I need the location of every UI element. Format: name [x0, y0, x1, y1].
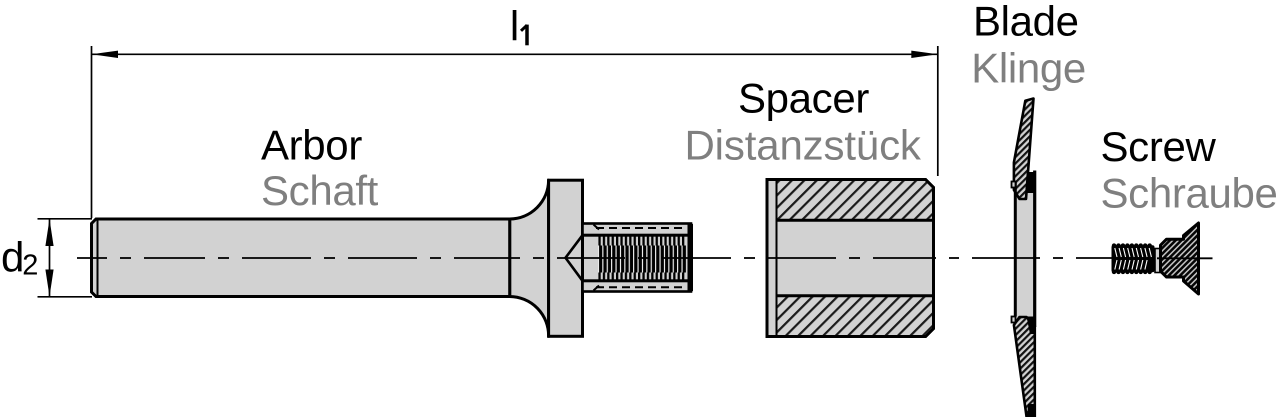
svg-text:Screw: Screw — [1101, 123, 1217, 170]
svg-text:Schaft: Schaft — [261, 167, 379, 214]
svg-text:Arbor: Arbor — [261, 122, 362, 169]
svg-text:Klinge: Klinge — [971, 45, 1086, 92]
svg-text:2: 2 — [22, 249, 38, 281]
svg-text:Spacer: Spacer — [738, 74, 869, 121]
svg-text:d: d — [1, 233, 24, 280]
svg-text:l: l — [510, 2, 519, 49]
svg-text:Schraube: Schraube — [1101, 170, 1278, 217]
svg-text:Distanzstück: Distanzstück — [685, 121, 922, 168]
svg-text:Blade: Blade — [973, 0, 1079, 45]
